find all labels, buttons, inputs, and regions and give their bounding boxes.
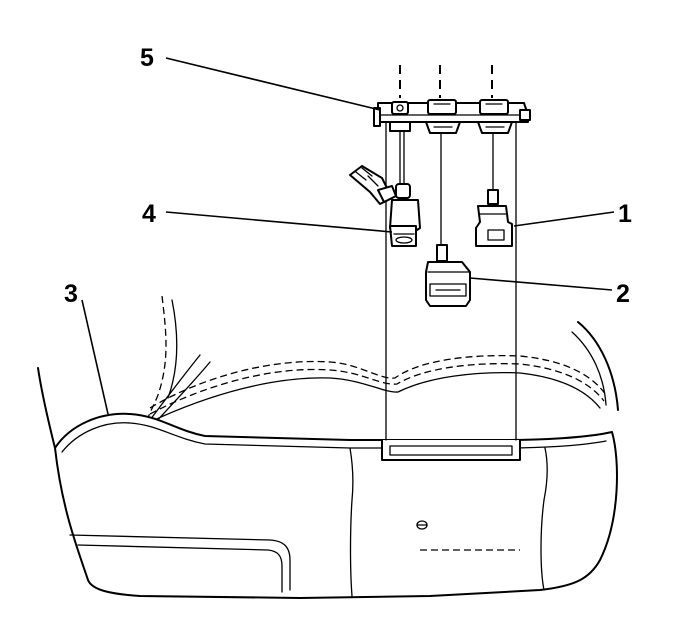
- callout-4: 4: [142, 200, 156, 228]
- callout-2: 2: [616, 280, 630, 308]
- leader-4: [165, 211, 393, 233]
- leader-5: [165, 57, 381, 111]
- callout-labels: 5 4 1 2 3: [64, 44, 632, 308]
- switch-1: [475, 189, 513, 247]
- seat-back: [37, 295, 619, 449]
- leader-1: [513, 211, 615, 227]
- switch-4: [349, 165, 421, 247]
- callout-3: 3: [64, 280, 78, 308]
- leader-lines: [81, 57, 615, 415]
- switch-bezel: [373, 65, 531, 134]
- alignment-lines: [385, 121, 517, 441]
- callout-1: 1: [618, 200, 632, 228]
- seat-cushion: [54, 412, 618, 599]
- leader-2: [469, 277, 613, 291]
- switch-2: [425, 244, 471, 307]
- callout-5: 5: [140, 44, 154, 72]
- switch-guide-lines: [399, 130, 494, 246]
- leader-3: [81, 299, 109, 415]
